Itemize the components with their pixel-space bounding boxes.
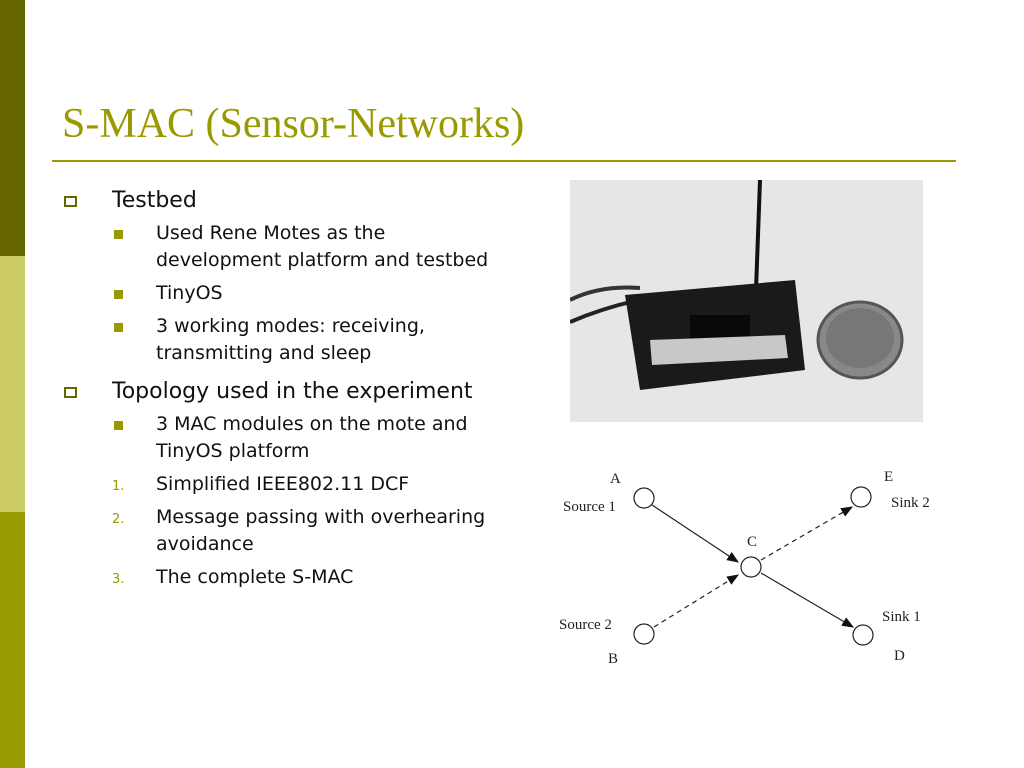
- sub-bullet-text: Used Rene Motes as the development platf…: [156, 222, 489, 271]
- item-number: 3.: [112, 572, 125, 587]
- sub-bullet: TinyOS: [62, 280, 502, 307]
- node-e-label: Sink 2: [891, 495, 930, 511]
- sub-bullet: Used Rene Motes as the development platf…: [62, 220, 502, 274]
- topology-diagram: A Source 1 Source 2 B C Sink 1 D E Sink …: [559, 469, 930, 667]
- sidebar-band-dark: [0, 0, 25, 256]
- node-c-id: C: [747, 534, 757, 550]
- edge-a-c: [651, 504, 740, 563]
- node-e-id: E: [884, 469, 893, 485]
- sub-bullet-text: Message passing with overhearing avoidan…: [156, 506, 486, 555]
- sub-bullet: 3 working modes: receiving, transmitting…: [62, 313, 502, 367]
- bullet-testbed: Testbed: [62, 186, 502, 216]
- item-number: 1.: [112, 479, 125, 494]
- numbered-item: 1. Simplified IEEE802.11 DCF: [62, 471, 502, 498]
- node-a-id: A: [610, 471, 621, 487]
- hollow-square-bullet-icon: [64, 196, 77, 207]
- mote-photo: [570, 180, 923, 422]
- title-divider: [52, 160, 956, 162]
- bullet-text: Topology used in the experiment: [112, 379, 473, 404]
- node-d: [852, 624, 874, 646]
- node-b-id: B: [608, 651, 618, 667]
- node-b: [633, 623, 655, 645]
- numbered-item: 2. Message passing with overhearing avoid…: [62, 504, 502, 558]
- sub-bullet-text: 3 working modes: receiving, transmitting…: [156, 315, 425, 364]
- edge-c-e: [760, 506, 854, 561]
- bullet-topology: Topology used in the experiment: [62, 377, 502, 407]
- sub-bullet-text: TinyOS: [156, 282, 223, 304]
- square-bullet-icon: [114, 323, 123, 332]
- node-d-id: D: [894, 648, 905, 664]
- mote-photo-illustration: [570, 180, 923, 422]
- sub-bullet-text: 3 MAC modules on the mote and TinyOS pla…: [156, 413, 468, 462]
- sidebar-band-light: [0, 256, 25, 512]
- numbered-item: 3. The complete S-MAC: [62, 564, 502, 591]
- node-a-label: Source 1: [563, 499, 616, 515]
- sub-bullet: 3 MAC modules on the mote and TinyOS pla…: [62, 411, 502, 465]
- node-c: [740, 556, 762, 578]
- slide-title: S-MAC (Sensor-Networks): [62, 101, 525, 147]
- square-bullet-icon: [114, 290, 123, 299]
- edge-b-c: [653, 574, 740, 628]
- bullet-list: Testbed Used Rene Motes as the developme…: [62, 186, 502, 597]
- sub-bullet-text: Simplified IEEE802.11 DCF: [156, 473, 410, 495]
- sidebar-band-olive: [0, 512, 25, 768]
- edge-c-d: [760, 572, 855, 628]
- node-d-label: Sink 1: [882, 609, 921, 625]
- bullet-text: Testbed: [112, 188, 197, 213]
- square-bullet-icon: [114, 421, 123, 430]
- item-number: 2.: [112, 512, 125, 527]
- square-bullet-icon: [114, 230, 123, 239]
- node-e: [850, 486, 872, 508]
- hollow-square-bullet-icon: [64, 387, 77, 398]
- node-b-label: Source 2: [559, 617, 612, 633]
- node-a: [633, 487, 655, 509]
- sub-bullet-text: The complete S-MAC: [156, 566, 354, 588]
